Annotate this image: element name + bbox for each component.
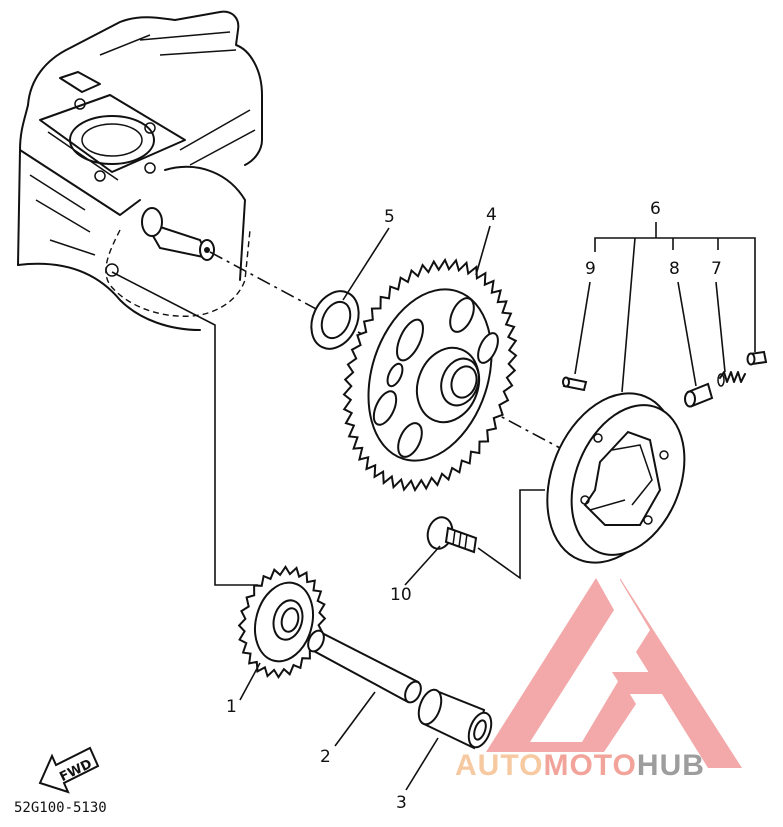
callout-3: 3 xyxy=(396,793,407,813)
diagram-code: 52G100-5130 xyxy=(14,800,107,816)
starter-clutch-part-6 xyxy=(546,392,686,564)
watermark-logo xyxy=(486,578,742,768)
starter-wheel-gear-part-4 xyxy=(342,257,518,493)
bushing-part-3 xyxy=(417,688,493,750)
fwd-arrow-icon: FWD xyxy=(38,746,100,794)
leader-lines xyxy=(239,222,756,791)
bolt-part-10 xyxy=(426,516,478,554)
watermark-auto: AUTO xyxy=(455,749,543,782)
callout-6: 6 xyxy=(650,199,661,219)
shaft-part-2 xyxy=(307,629,422,704)
crankcase-outline xyxy=(17,10,263,331)
callout-labels: 1 2 3 4 5 6 7 8 9 10 xyxy=(226,199,722,813)
callout-10: 10 xyxy=(390,585,412,605)
pin-part-9 xyxy=(562,376,588,392)
callout-4: 4 xyxy=(486,205,497,225)
cap-part xyxy=(746,350,768,366)
crankshaft-stub xyxy=(141,207,215,261)
callout-1: 1 xyxy=(226,697,237,717)
watermark-text: AUTOMOTOHUB xyxy=(455,749,705,782)
callout-9: 9 xyxy=(585,259,596,279)
callout-2: 2 xyxy=(320,747,331,767)
watermark-hub: HUB xyxy=(637,749,705,782)
idler-gear-part-1 xyxy=(237,565,327,679)
callout-5: 5 xyxy=(384,207,395,227)
spring-part-7 xyxy=(717,371,746,387)
callout-7: 7 xyxy=(711,259,722,279)
watermark-moto: MOTO xyxy=(543,749,636,782)
plunger-part-8 xyxy=(684,382,714,408)
callout-8: 8 xyxy=(669,259,680,279)
